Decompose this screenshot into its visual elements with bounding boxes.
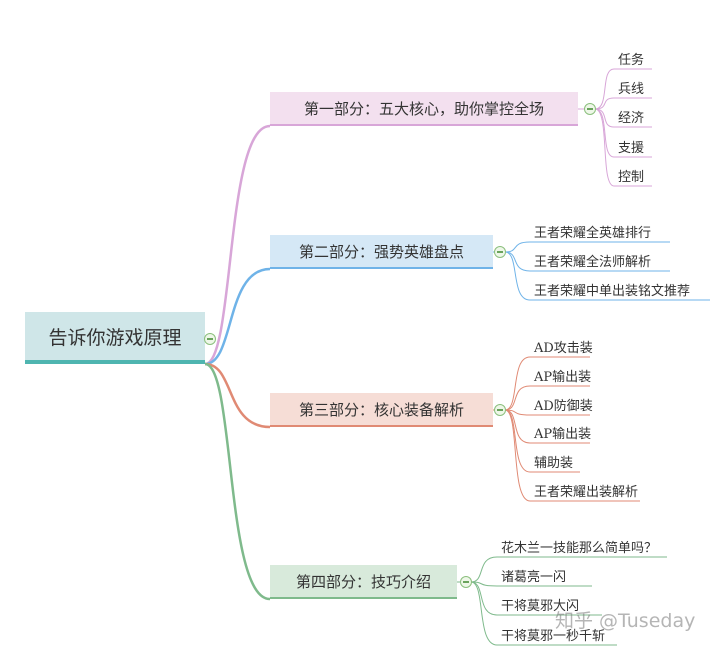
leaf-connector bbox=[504, 251, 710, 301]
branch-node[interactable]: 第一部分：五大核心，助你掌控全场 bbox=[270, 92, 578, 126]
leaf-node[interactable]: 控制 bbox=[618, 170, 645, 185]
branch-connector bbox=[204, 362, 271, 429]
leaf-node[interactable]: 干将莫邪一秒千斩 bbox=[501, 629, 606, 644]
collapse-root-icon[interactable] bbox=[204, 333, 216, 345]
watermark: 知乎 @Tuseday bbox=[555, 610, 696, 632]
leaf-connector bbox=[504, 251, 670, 272]
leaf-connector bbox=[594, 97, 652, 110]
leaf-connector bbox=[504, 385, 590, 411]
leaf-connector bbox=[594, 108, 652, 158]
leaf-connector bbox=[594, 68, 652, 110]
branch-label: 第四部分：技巧介绍 bbox=[295, 572, 431, 591]
leaf-connector bbox=[504, 409, 590, 444]
leaf-connector bbox=[470, 581, 602, 616]
leaf-connector bbox=[504, 409, 590, 416]
leaf-node[interactable]: AP输出装 bbox=[534, 427, 592, 442]
leaf-node[interactable]: AP输出装 bbox=[534, 370, 592, 385]
leaf-node[interactable]: 王者荣耀出装解析 bbox=[534, 485, 639, 500]
leaf-node[interactable]: 花木兰一技能那么简单吗？ bbox=[501, 541, 658, 556]
branch-connector bbox=[204, 124, 271, 366]
leaf-node[interactable]: AD防御装 bbox=[534, 399, 593, 414]
leaf-node[interactable]: 支援 bbox=[618, 141, 645, 156]
leaf-connector bbox=[470, 556, 667, 583]
leaf-connector bbox=[470, 581, 592, 587]
branch-connector bbox=[204, 362, 271, 601]
leaf-connector bbox=[470, 581, 617, 646]
branch-node[interactable]: 第三部分：核心装备解析 bbox=[270, 393, 493, 427]
leaf-connector bbox=[504, 356, 590, 411]
root-node[interactable]: 告诉你游戏原理 bbox=[25, 312, 205, 364]
collapse-toggle-icon[interactable] bbox=[460, 576, 472, 588]
branch-label: 第一部分：五大核心，助你掌控全场 bbox=[303, 99, 544, 118]
leaf-node[interactable]: AD攻击装 bbox=[534, 341, 593, 356]
root-label: 告诉你游戏原理 bbox=[48, 326, 182, 349]
leaf-node[interactable]: 兵线 bbox=[618, 82, 645, 97]
collapse-toggle-icon[interactable] bbox=[584, 103, 596, 115]
leaf-connector bbox=[504, 409, 640, 502]
leaf-connector bbox=[504, 241, 670, 253]
branch-label: 第三部分：核心装备解析 bbox=[298, 400, 464, 419]
leaf-connector bbox=[594, 108, 652, 128]
branch-node[interactable]: 第二部分：强势英雄盘点 bbox=[270, 235, 493, 269]
branch-connector bbox=[204, 267, 271, 366]
collapse-toggle-icon[interactable] bbox=[494, 404, 506, 416]
leaf-node[interactable]: 王者荣耀全法师解析 bbox=[534, 255, 652, 270]
leaf-node[interactable]: 任务 bbox=[618, 53, 645, 68]
collapse-toggle-icon[interactable] bbox=[494, 246, 506, 258]
leaf-connector bbox=[594, 108, 652, 187]
leaf-node[interactable]: 经济 bbox=[618, 111, 645, 126]
branch-node[interactable]: 第四部分：技巧介绍 bbox=[270, 565, 457, 599]
branch-label: 第二部分：强势英雄盘点 bbox=[298, 242, 464, 261]
leaf-node[interactable]: 干将莫邪大闪 bbox=[501, 599, 580, 614]
leaf-node[interactable]: 王者荣耀中单出装铭文推荐 bbox=[534, 284, 691, 299]
leaf-node[interactable]: 王者荣耀全英雄排行 bbox=[534, 226, 652, 241]
leaf-node[interactable]: 辅助装 bbox=[534, 456, 574, 471]
leaf-node[interactable]: 诸葛亮一闪 bbox=[501, 570, 567, 585]
